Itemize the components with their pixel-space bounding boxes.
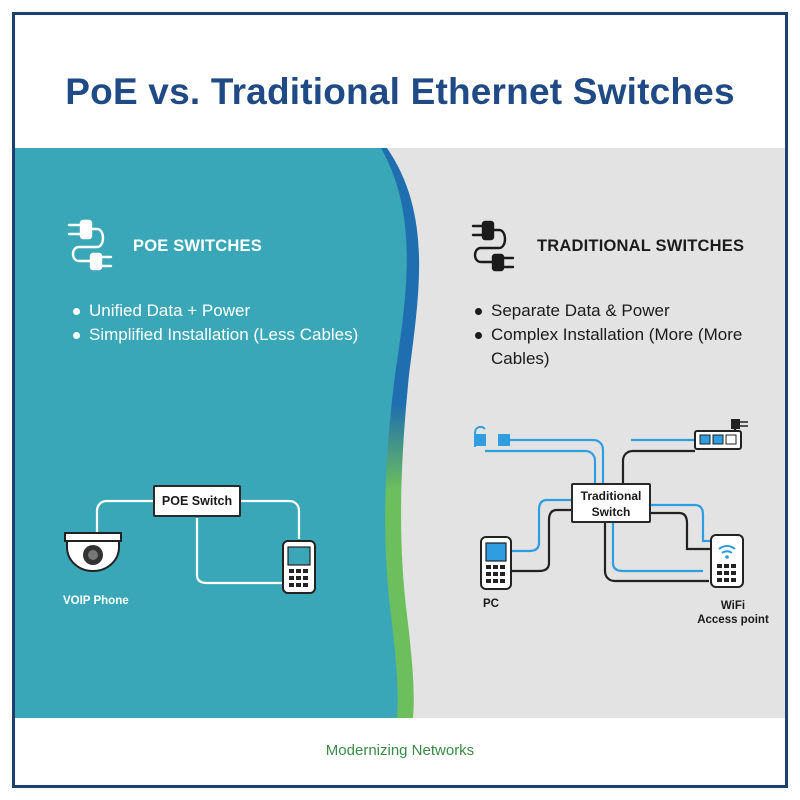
list-item: Unified Data + Power [71,299,371,323]
poe-bullet-list: Unified Data + Power Simplified Installa… [71,299,371,347]
list-item: Simplified Installation (Less Cables) [71,323,371,347]
security-camera-icon [64,532,122,573]
phone-icon [480,536,512,590]
access-point-label-line1: WiFi [720,600,746,612]
traditional-heading: TRADITIONAL SWITCHES [537,237,745,255]
traditional-power-cables [511,427,737,583]
traditional-data-cables [485,438,711,573]
background-panels [15,148,785,785]
footer-tagline: Modernizing Networks [325,742,475,759]
infographic-frame: PoE vs. Traditional Ethernet Switches PO… [12,12,788,788]
wifi-icon [710,534,744,588]
access-point-label: WiFi Access point [695,599,771,627]
poe-heading: POE SWITCHES [133,237,262,255]
poe-cables [95,499,301,585]
poe-switch-box: POE Switch [153,485,241,517]
footer-band [15,718,785,785]
page-title: PoE vs. Traditional Ethernet Switches [65,71,735,112]
traditional-switch-box: Traditional Switch [571,483,651,523]
pc-label: PC [483,598,499,610]
traditional-bullet-list: Separate Data & Power Complex Installati… [473,299,773,371]
voip-phone-label: VOIP Phone [63,595,129,607]
list-item: Separate Data & Power [473,299,773,323]
phone-icon [282,540,316,594]
access-point-label-line2: Access point [697,614,769,626]
power-strip-icon [694,419,748,450]
plug-icon [67,219,113,271]
list-item: Complex Installation (More (More Cables) [473,323,773,371]
plug-icon [471,220,515,272]
